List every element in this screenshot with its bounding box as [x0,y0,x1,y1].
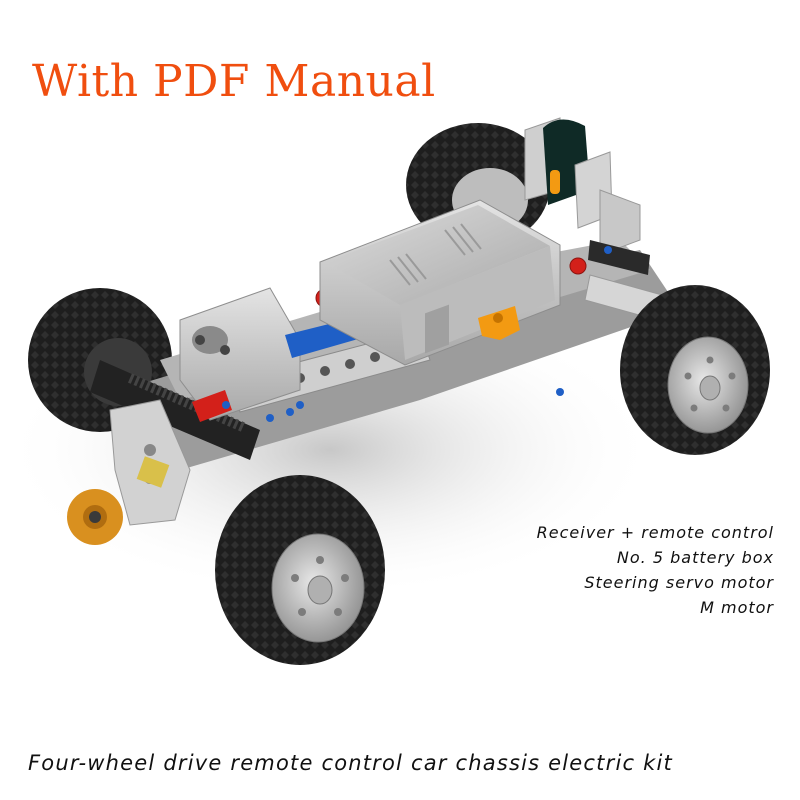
wheel-rear-right [620,285,770,455]
receiver [524,117,641,256]
product-caption: Four-wheel drive remote control car chas… [28,751,673,775]
feature-item: Steering servo motor [584,573,774,592]
gold-gear [67,489,123,545]
red-steering-arm [192,390,232,422]
feature-item: M motor [700,598,774,617]
steering-servo-motor [179,287,301,421]
headline: With PDF Manual [32,56,436,107]
steering-rack [90,360,260,460]
feature-item: No. 5 battery box [616,548,774,567]
feature-item: Receiver + remote control [536,523,774,542]
orange-connector [478,306,520,340]
wheel-front-right [215,475,385,665]
feature-list: Receiver + remote control No. 5 battery … [537,520,774,620]
